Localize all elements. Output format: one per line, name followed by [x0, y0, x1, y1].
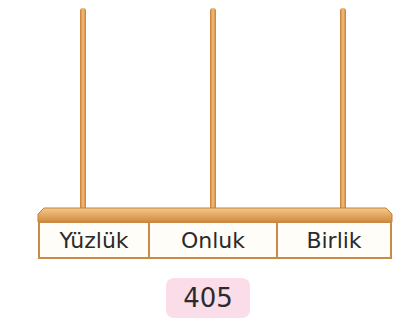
- place-value-cell: Yüzlük: [38, 221, 150, 259]
- place-value-cell: Birlik: [276, 221, 392, 259]
- rod: [80, 8, 86, 216]
- place-name: Yüzlük: [59, 228, 128, 253]
- rod: [340, 8, 346, 216]
- base-bar: [38, 208, 392, 222]
- place-value-cell: Onluk: [148, 221, 278, 259]
- place-name: Birlik: [306, 228, 361, 253]
- number-label: 405: [183, 283, 233, 313]
- place-name: Onluk: [181, 228, 245, 253]
- rods: [77, 8, 349, 216]
- number-box: 405: [166, 278, 250, 318]
- rod: [210, 8, 216, 216]
